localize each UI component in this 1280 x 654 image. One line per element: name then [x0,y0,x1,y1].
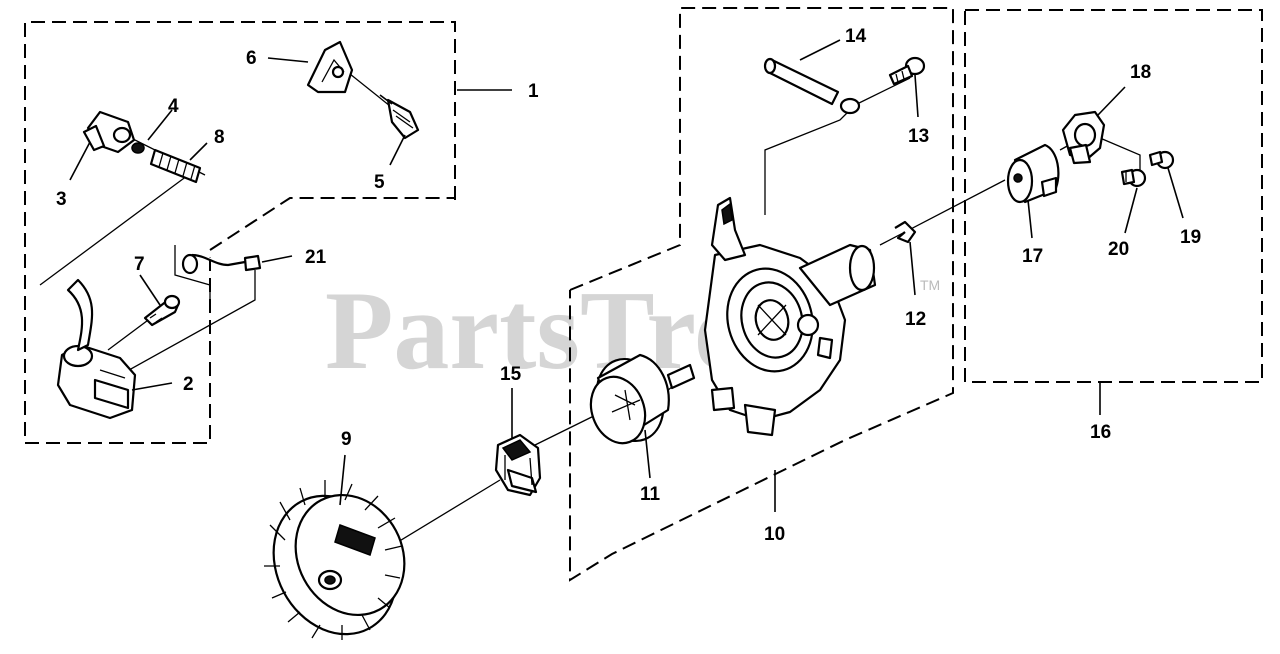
bracket-part18 [1061,110,1106,165]
callout-21: 21 [305,247,327,268]
callout-7: 7 [134,254,145,275]
leader-12 [909,241,916,296]
leader-7 [139,274,161,306]
callout-16: 16 [1090,422,1111,443]
callout-8: 8 [214,127,225,148]
callout-15: 15 [500,364,522,385]
clip-part12 [894,220,917,244]
callout-20: 20 [1108,239,1129,260]
callout-18: 18 [1130,62,1151,83]
group-box-16 [964,9,1263,383]
axis-line-coil [39,169,196,286]
cylinder-part17 [1006,143,1060,204]
callout-4: 4 [168,96,179,117]
screw-part13 [888,56,926,86]
callout-10: 10 [764,524,785,545]
callout-9: 9 [341,429,352,450]
axis-line-13 [854,77,911,106]
callout-5: 5 [374,172,385,193]
callout-19: 19 [1180,227,1201,248]
ground-wire-part21 [181,253,262,275]
leader-9 [339,454,346,506]
starter-housing-part10 [703,196,877,437]
clutch-part15 [494,433,542,497]
spring-part8 [149,148,202,184]
leader-13 [914,74,919,118]
flywheel-part9 [264,480,406,640]
callout-14: 14 [845,26,867,47]
group-box-1 [24,21,456,444]
callout-6: 6 [246,48,257,69]
callout-17: 17 [1022,246,1043,267]
bracket-part6 [306,40,354,94]
axis-line-starter [879,179,1006,246]
callout-13: 13 [908,126,929,147]
callout-1: 1 [528,81,539,102]
spark-plug-part5 [379,94,420,140]
pin-part14 [763,57,861,115]
leader-4 [147,109,173,141]
ignition-coil-part2 [56,278,137,420]
leader-19 [1167,167,1184,219]
spark-boot-part3 [82,110,136,154]
nut-part4 [131,142,145,154]
leader-20 [1124,187,1138,234]
leader-5 [389,134,406,166]
axis-line-screws [1099,137,1141,170]
leader-17 [1027,199,1033,239]
screw-part7 [143,294,181,327]
leader-11 [644,429,651,479]
leader-21 [261,255,293,263]
wire-line-21b [174,245,211,300]
screw-part20 [1120,168,1147,188]
axis-line-14 [764,109,851,215]
watermark-tm: TM [920,277,940,293]
leader-2 [131,382,173,391]
screw-part19 [1148,150,1175,170]
leader-3 [69,141,91,181]
group-box-10 [569,7,954,582]
callout-3: 3 [56,189,67,210]
callout-11: 11 [640,484,661,505]
wire-line-21 [119,270,256,376]
leader-18 [1097,86,1126,116]
leader-6 [267,57,309,63]
leader-14 [799,39,841,61]
callout-12: 12 [905,309,926,330]
leader-8 [189,142,208,161]
callout-2: 2 [183,374,194,395]
drum-part11 [589,353,696,445]
